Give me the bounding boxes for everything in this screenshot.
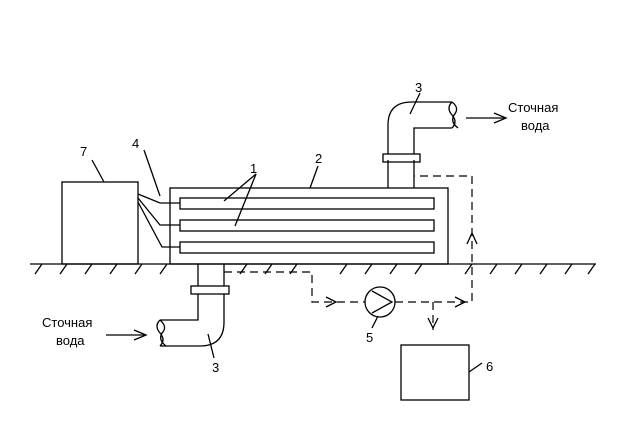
heater-elements (179, 197, 435, 254)
heater-number: 1 (250, 161, 257, 176)
outlet-arrow (466, 112, 508, 124)
pump-number: 5 (366, 330, 373, 345)
unit-7-leader (91, 159, 105, 183)
unit-7-number: 7 (80, 144, 87, 159)
heater-element (179, 197, 435, 210)
tank-body (169, 187, 449, 265)
inlet-arrow (106, 329, 148, 341)
wires (137, 149, 180, 248)
inlet-pipe-number: 3 (212, 360, 219, 375)
outlet-pipe (382, 92, 459, 188)
pump-icon (364, 286, 396, 329)
outlet-water-label-line2: вода (521, 118, 550, 133)
heater-element (179, 219, 435, 232)
unit-6-leader (468, 362, 483, 373)
tank-leader (309, 165, 319, 189)
ground-line (30, 263, 596, 275)
heater-element (179, 241, 435, 254)
unit-6-box (400, 344, 470, 401)
outlet-water-label-line1: Сточная (508, 100, 558, 115)
inlet-water-label-line2: вода (56, 333, 85, 348)
inlet-water-label-line1: Сточная (42, 315, 92, 330)
flow-arrows (325, 231, 478, 330)
circulation-loop (224, 175, 473, 330)
inlet-pipe (156, 264, 230, 359)
wires-number: 4 (132, 136, 139, 151)
tank-number: 2 (315, 151, 322, 166)
heater-leader (223, 173, 257, 227)
unit-7-box (61, 181, 139, 265)
outlet-pipe-number: 3 (415, 80, 422, 95)
unit-6-number: 6 (486, 359, 493, 374)
